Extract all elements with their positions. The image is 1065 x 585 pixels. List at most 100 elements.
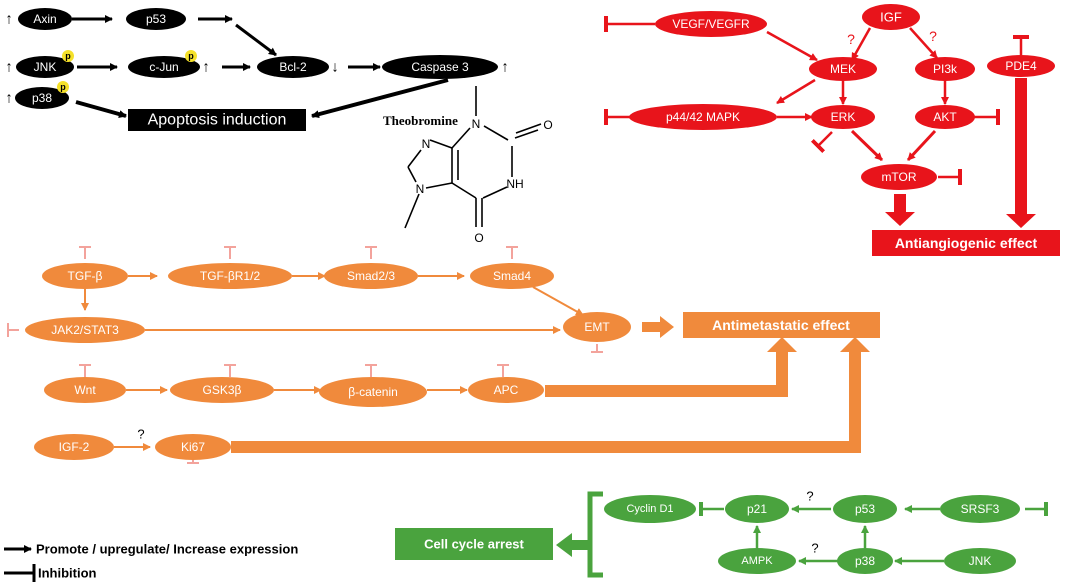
- svg-text:p53: p53: [855, 502, 875, 516]
- molecule-name: Theobromine: [383, 113, 458, 128]
- molecule-bonds: [404, 86, 542, 229]
- down-arrow-indicator: ↓: [331, 59, 339, 76]
- node-beta-catenin: β-catenin: [319, 377, 427, 407]
- node-ki67: Ki67: [155, 434, 231, 460]
- node-mtor: mTOR: [861, 164, 937, 190]
- svg-text:Cyclin D1: Cyclin D1: [626, 503, 673, 515]
- node-caspase3: Caspase 3: [382, 55, 498, 79]
- svg-text:VEGF/VEGFR: VEGF/VEGFR: [672, 17, 750, 31]
- inhibit-marks: [7, 246, 603, 464]
- node-mek: MEK: [809, 57, 877, 81]
- node-pi3k: PI3k: [915, 57, 975, 81]
- node-pde4: PDE4: [987, 55, 1055, 77]
- svg-text:Bcl-2: Bcl-2: [279, 60, 307, 74]
- svg-text:Antimetastatic effect: Antimetastatic effect: [712, 317, 850, 333]
- svg-text:O: O: [474, 231, 483, 245]
- svg-text:NH: NH: [506, 177, 523, 191]
- svg-text:GSK3β: GSK3β: [203, 383, 242, 397]
- phospho-badge: [62, 50, 74, 62]
- up-arrow-indicator: ↑: [501, 59, 509, 76]
- edge-vegf-mek: [766, 30, 818, 62]
- node-cyclin-d1: Cyclin D1: [604, 495, 696, 523]
- node-jnk-cc: JNK: [944, 548, 1016, 574]
- edge-mtor-outcome: [885, 194, 915, 226]
- node-wnt: Wnt: [44, 377, 126, 403]
- svg-text:JAK2/STAT3: JAK2/STAT3: [51, 323, 119, 337]
- node-ampk: AMPK: [718, 548, 796, 574]
- svg-text:JNK: JNK: [34, 60, 57, 74]
- svg-text:p38: p38: [855, 554, 875, 568]
- node-tgf-beta-r12: TGF-βR1/2: [168, 263, 292, 289]
- node-jnk: JNK p: [16, 50, 74, 78]
- svg-text:MEK: MEK: [830, 62, 856, 76]
- svg-text:Smad2/3: Smad2/3: [347, 269, 395, 283]
- edge-apc-outcome: [545, 337, 797, 397]
- edge-pde4-outcome: [1006, 78, 1036, 228]
- svg-text:TGF-β: TGF-β: [68, 269, 103, 283]
- edge-igf-pi3k: [909, 27, 938, 59]
- up-arrow-indicator: ↑: [202, 59, 210, 76]
- node-p38-cc: p38: [837, 548, 893, 574]
- svg-text:APC: APC: [494, 383, 519, 397]
- svg-text:c-Jun: c-Jun: [149, 60, 178, 74]
- inhibit-erk: [810, 131, 833, 154]
- svg-text:TGF-βR1/2: TGF-βR1/2: [200, 269, 261, 283]
- edge-akt-mtor: [906, 129, 937, 162]
- node-jak2-stat3: JAK2/STAT3: [25, 317, 145, 343]
- svg-text:Apoptosis induction: Apoptosis induction: [148, 112, 287, 129]
- node-igf2: IGF-2: [34, 434, 114, 460]
- svg-text:Axin: Axin: [33, 12, 56, 26]
- edge-caspase-apoptosis: [311, 78, 449, 119]
- edge-p38-apoptosis: [75, 100, 127, 118]
- node-tgf-beta: TGF-β: [42, 263, 128, 289]
- cellcycle-pathway: Cyclin D1 p21 p53 SRSF3 AMPK p38 JNK Ce: [395, 489, 1048, 578]
- svg-text:β-catenin: β-catenin: [348, 385, 398, 399]
- angiogenesis-outcome-box: Antiangiogenic effect: [872, 230, 1060, 256]
- bracket: [587, 491, 603, 578]
- svg-text:p: p: [60, 82, 66, 92]
- edge-erk-mtor: [850, 129, 884, 162]
- legend: Promote / upregulate/ Increase expressio…: [4, 542, 298, 582]
- svg-text:p21: p21: [747, 502, 767, 516]
- unknown-mark: ?: [806, 489, 813, 504]
- svg-text:Cell cycle arrest: Cell cycle arrest: [424, 537, 524, 552]
- node-cjun: c-Jun p: [128, 50, 200, 78]
- metastasis-outcome-box: Antimetastatic effect: [683, 312, 880, 338]
- svg-text:ERK: ERK: [831, 110, 856, 124]
- legend-promote-label: Promote / upregulate/ Increase expressio…: [36, 542, 298, 557]
- node-p44-42-mapk: p44/42 MAPK: [629, 104, 777, 130]
- svg-text:AMPK: AMPK: [741, 555, 773, 567]
- svg-text:p38: p38: [32, 91, 52, 105]
- svg-text:p: p: [188, 51, 194, 61]
- svg-text:N: N: [416, 182, 425, 196]
- node-emt: EMT: [563, 312, 631, 342]
- node-gsk3b: GSK3β: [170, 377, 274, 403]
- svg-text:O: O: [543, 118, 552, 132]
- node-bcl2: Bcl-2: [257, 56, 329, 78]
- node-p38: p38 p: [15, 81, 69, 109]
- unknown-mark: ?: [929, 28, 937, 44]
- cellcycle-outcome-box: Cell cycle arrest: [395, 528, 553, 560]
- up-arrow-indicator: ↑: [5, 90, 13, 107]
- node-igf: IGF: [862, 4, 920, 30]
- phospho-badge: [57, 81, 69, 93]
- svg-text:N: N: [422, 137, 431, 151]
- node-smad4: Smad4: [470, 263, 554, 289]
- node-erk: ERK: [811, 105, 875, 129]
- edge-p53-bcl2: [235, 23, 277, 57]
- svg-text:Antiangiogenic effect: Antiangiogenic effect: [895, 235, 1038, 251]
- svg-text:mTOR: mTOR: [881, 170, 916, 184]
- node-smad23: Smad2/3: [324, 263, 418, 289]
- svg-text:Wnt: Wnt: [74, 383, 96, 397]
- node-vegf-vegfr: VEGF/VEGFR: [655, 11, 767, 37]
- svg-text:p44/42 MAPK: p44/42 MAPK: [666, 110, 740, 124]
- angiogenesis-pathway: VEGF/VEGFR IGF MEK PI3k PDE4 p44/42 MAPK…: [604, 4, 1060, 256]
- svg-text:p: p: [65, 51, 71, 61]
- svg-text:Ki67: Ki67: [181, 440, 205, 454]
- node-p53: p53: [126, 8, 186, 30]
- legend-inhibit-label: Inhibition: [38, 566, 97, 581]
- svg-text:JNK: JNK: [969, 554, 992, 568]
- svg-text:PI3k: PI3k: [933, 62, 958, 76]
